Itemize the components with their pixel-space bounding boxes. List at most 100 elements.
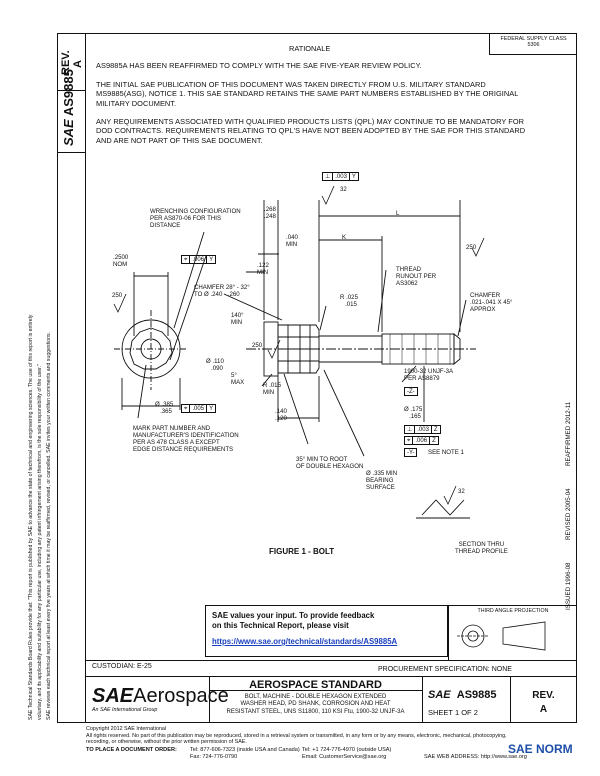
leader-line <box>173 231 205 329</box>
label-bearing: Ø .335 MIN BEARING SURFACE <box>366 470 398 491</box>
roughness-symbol <box>443 485 457 505</box>
divider <box>57 152 86 153</box>
leader-line <box>323 369 365 457</box>
label-K: K <box>342 234 347 241</box>
label-r025: R .025 .015 <box>340 294 358 308</box>
label-5-max: 5° MAX <box>231 372 245 386</box>
label-see-note: SEE NOTE 1 <box>428 449 464 456</box>
projection-box: THIRD ANGLE PROJECTION <box>448 605 577 660</box>
stamp-reaffirmed: REAFFIRMED 2012-11 <box>565 401 572 466</box>
feedback-link[interactable]: https://www.sae.org/technical/standards/… <box>212 637 398 646</box>
title-doc-text: AS9885 <box>456 689 497 701</box>
rationale-title: RATIONALE <box>289 44 331 53</box>
copyright-line-2: All rights reserved. No part of this pub… <box>86 732 507 739</box>
left-note-1: SAE Technical Standards Board Rules prov… <box>28 314 34 720</box>
sheet-number: SHEET 1 OF 2 <box>428 708 478 717</box>
roughness-symbol <box>113 293 127 313</box>
label-140-min: 140° MIN <box>231 312 244 326</box>
label-268: .268 .248 <box>264 206 276 220</box>
leader-line <box>401 365 417 383</box>
order-tel-2: Tel: +1 724-776-4970 (outside USA) <box>302 747 392 753</box>
leader-line <box>169 255 207 361</box>
datum-z: -Z- <box>404 387 418 396</box>
desc-line-3: RESISTANT STEEL, UNS S11800, 110 KSI Ftu… <box>226 708 405 715</box>
left-note-3: SAE reviews each technical report at lea… <box>46 332 52 720</box>
leader-line <box>457 299 467 337</box>
label-wrenching: WRENCHING CONFIGURATION PER AS870-06 FOR… <box>150 208 241 229</box>
bolt-drawing <box>113 185 485 519</box>
divider <box>209 690 422 691</box>
title-sae-text: SAE <box>428 689 451 701</box>
label-175: Ø .175 .165 <box>404 406 423 420</box>
divider <box>510 676 511 723</box>
order-fax: Fax: 724-776-0790 <box>190 754 238 760</box>
label-chamfer-head: CHAMFER 28° - 32° TO Ø .240 - .260 <box>194 284 250 298</box>
rev-value: A <box>72 60 84 68</box>
sae-mark: SAE <box>61 119 76 146</box>
title-rev-label: REV. <box>532 690 555 701</box>
left-column <box>57 33 86 723</box>
dim-arrow <box>277 253 279 255</box>
label-L: L <box>396 210 400 217</box>
thread-profile <box>421 499 465 516</box>
divider <box>57 90 86 91</box>
label-122: .122 MIN <box>257 262 269 276</box>
feedback-line-2: on this Technical Report, please visit <box>212 621 349 630</box>
divider <box>86 676 577 677</box>
label-250-left: 250 <box>112 292 123 299</box>
copyright-block: Copyright 2012 SAE International All rig… <box>86 726 586 746</box>
roughness-symbol <box>267 339 281 359</box>
leader-line <box>319 305 327 331</box>
left-note-2: voluntary, and its applicability and sui… <box>37 364 43 720</box>
divider <box>86 660 577 661</box>
divider <box>209 676 210 723</box>
label-thread-spec: 1900-32 UNJF-3A PER AS8879 <box>404 368 454 382</box>
stamp-issued: ISSUED 1996-08 <box>565 562 572 610</box>
label-385: Ø .385 .365 <box>155 401 174 415</box>
desc-line-1: BOLT, MACHINE - DOUBLE HEXAGON EXTENDED <box>244 694 387 700</box>
order-label: TO PLACE A DOCUMENT ORDER: <box>86 747 177 753</box>
doc-number-text: AS9885 <box>61 69 76 117</box>
thread-chamfer <box>453 333 461 365</box>
label-32-profile: 32 <box>458 488 465 495</box>
stamp-revised: REVISED 2005-04 <box>565 488 572 540</box>
logo-sae-text: SAE <box>92 685 134 707</box>
datum-y: -Y- <box>404 448 418 457</box>
feedback-line-1: SAE values your input. To provide feedba… <box>212 611 375 620</box>
label-runout: THREAD RUNOUT PER AS3062 <box>396 266 437 287</box>
label-section: SECTION THRU THREAD PROFILE <box>455 541 508 555</box>
watermark-logo: SAE NORM <box>508 742 573 756</box>
label-250-mid: 250 <box>252 342 263 349</box>
roughness-symbol <box>471 237 485 257</box>
leader-line <box>261 373 273 387</box>
projection-label: THIRD ANGLE PROJECTION <box>477 608 549 614</box>
label-r015: R .015 MIN <box>263 382 281 396</box>
fsc-box: FEDERAL SUPPLY CLASS 5306 <box>489 33 577 55</box>
sheet-frame <box>57 33 577 723</box>
double-hex-outline <box>129 327 173 370</box>
copyright-line-1: Copyright 2012 SAE International <box>86 726 167 732</box>
desc-line-2: WASHER HEAD, PD SHANK, CORROSION AND HEA… <box>240 701 391 708</box>
custodian: CUSTODIAN: E-25 <box>92 663 152 670</box>
label-nom: .2500 NOM <box>113 254 129 268</box>
part-description: BOLT, MACHINE - DOUBLE HEXAGON EXTENDED … <box>209 694 422 716</box>
copyright-line-3: recording, or otherwise, without the pri… <box>86 739 247 746</box>
rationale-p1: AS9885A HAS BEEN REAFFIRMED TO COMPLY WI… <box>96 61 422 70</box>
rationale-p3: ANY REQUIREMENTS ASSOCIATED WITH QUALIFI… <box>96 117 526 145</box>
fsc-value: 5306 <box>527 42 540 48</box>
leader-line <box>377 269 387 333</box>
divider <box>422 676 423 723</box>
order-email: Email: CustomerService@sae.org <box>302 754 387 760</box>
leader-line <box>223 293 283 321</box>
order-tel: Tel: 877-606-7323 (inside USA and Canada… <box>190 747 300 753</box>
label-chamfer-end: CHAMFER .021-.041 X 45° APPROX <box>470 292 513 313</box>
title-rev-value: A <box>539 704 548 715</box>
label-040: .040 MIN <box>286 234 298 248</box>
label-250-right: 250 <box>466 244 477 251</box>
sae-logo: SAEAerospace <box>92 686 229 706</box>
